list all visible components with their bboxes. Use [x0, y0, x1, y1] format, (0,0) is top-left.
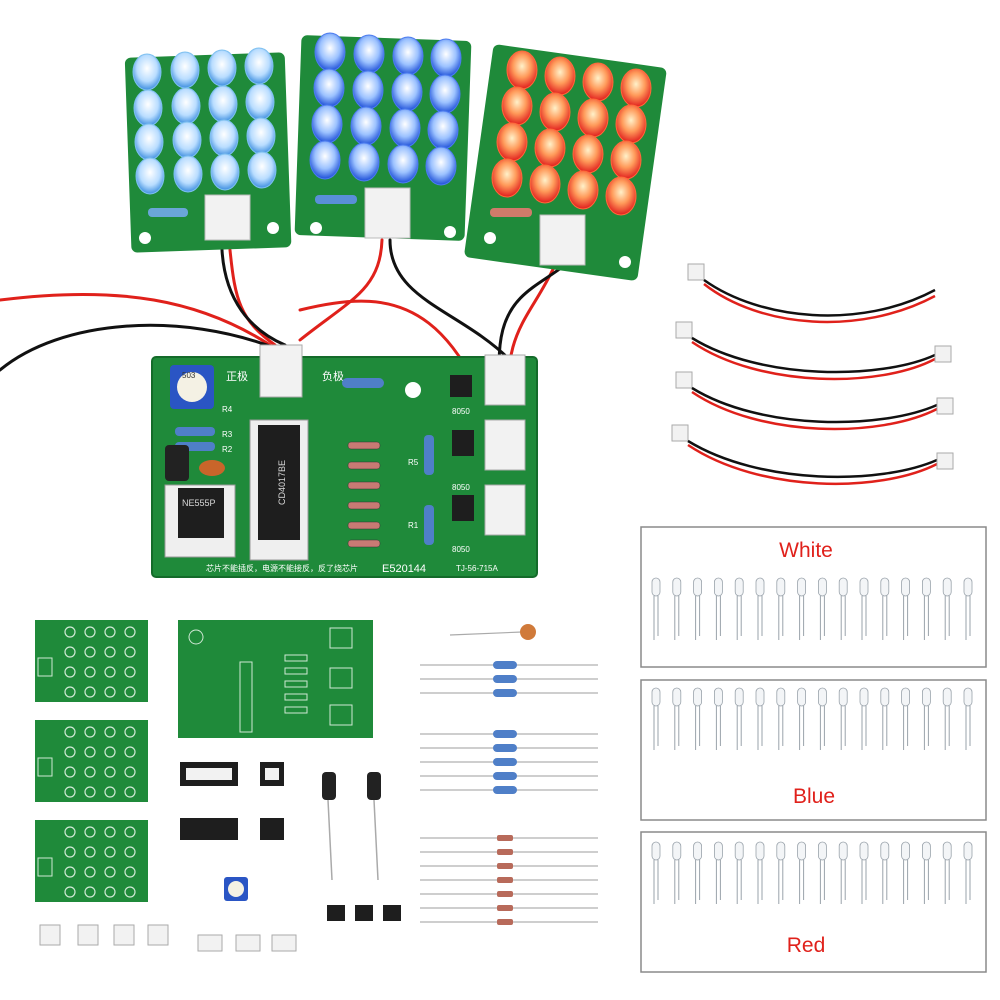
main-circuit-board: 503 正极 负极 R4 R3 R2 NE555P CD4017BE R5	[151, 344, 538, 578]
warning-silkscreen: 芯片不能插反，电源不能接反，反了烧芯片	[206, 563, 358, 573]
white-led	[714, 577, 723, 640]
label-r5: R5	[408, 458, 419, 467]
red-led	[693, 841, 702, 904]
transistor-label-1: 8050	[452, 407, 470, 416]
transistor-label-2: 8050	[452, 483, 470, 492]
red-led	[942, 841, 952, 904]
white-led-row	[651, 577, 973, 640]
red-led-row	[651, 841, 973, 904]
white-led	[901, 577, 910, 640]
chip-cd4017: CD4017BE	[277, 460, 287, 505]
led-board-white	[124, 47, 292, 253]
label-blue: Blue	[793, 785, 835, 808]
white-led	[651, 577, 661, 640]
white-led	[963, 577, 973, 640]
white-led	[776, 577, 786, 640]
label-r3: R3	[222, 430, 233, 439]
label-red: Red	[787, 934, 826, 957]
white-led	[755, 577, 765, 640]
white-led	[859, 577, 869, 640]
blue-led	[755, 687, 765, 750]
white-led	[942, 577, 952, 640]
chip-ne555: NE555P	[182, 498, 216, 508]
blue-led	[797, 687, 806, 750]
led-box-red: Red	[640, 831, 987, 973]
pot-value: 503	[182, 371, 196, 380]
main-board-model: TJ-56-715A	[456, 564, 498, 573]
blue-led	[818, 687, 827, 750]
led-box-blue: Blue	[640, 679, 987, 821]
white-led	[734, 577, 744, 640]
blue-led	[693, 687, 702, 750]
blue-led	[901, 687, 910, 750]
red-led	[714, 841, 723, 904]
blue-led	[672, 687, 682, 750]
silk-negative: 负极	[322, 369, 344, 383]
blue-led	[880, 687, 890, 750]
blue-led	[922, 687, 931, 750]
red-led	[776, 841, 786, 904]
blue-led	[651, 687, 661, 750]
red-led	[818, 841, 827, 904]
white-led	[922, 577, 931, 640]
red-led	[797, 841, 806, 904]
blue-led-row	[651, 687, 973, 750]
white-led	[672, 577, 682, 640]
white-led	[818, 577, 827, 640]
loose-components	[39, 624, 598, 952]
red-led	[651, 841, 661, 904]
red-led	[672, 841, 682, 904]
label-r2: R2	[222, 445, 233, 454]
bare-led-pcbs	[35, 620, 148, 902]
led-board-blue	[294, 32, 472, 241]
red-led	[901, 841, 910, 904]
red-led	[838, 841, 848, 904]
label-r1: R1	[408, 521, 419, 530]
white-led	[797, 577, 806, 640]
bare-main-pcb	[178, 620, 373, 738]
red-led	[922, 841, 931, 904]
blue-led	[714, 687, 723, 750]
silk-positive: 正极	[226, 369, 248, 383]
red-led	[755, 841, 765, 904]
label-white: White	[779, 539, 833, 562]
transistor-label-3: 8050	[452, 545, 470, 554]
main-board-code: E520144	[382, 563, 426, 575]
white-led	[838, 577, 848, 640]
blue-led	[942, 687, 952, 750]
red-led	[963, 841, 973, 904]
jumper-cables	[671, 263, 954, 485]
white-led	[880, 577, 890, 640]
white-led	[693, 577, 702, 640]
led-box-white: White	[640, 526, 987, 668]
blue-led	[776, 687, 786, 750]
red-led	[880, 841, 890, 904]
red-led	[734, 841, 744, 904]
blue-led	[734, 687, 744, 750]
blue-led	[838, 687, 848, 750]
blue-led	[859, 687, 869, 750]
red-led	[859, 841, 869, 904]
blue-led	[963, 687, 973, 750]
label-r4: R4	[222, 405, 233, 414]
led-board-red	[464, 44, 667, 281]
